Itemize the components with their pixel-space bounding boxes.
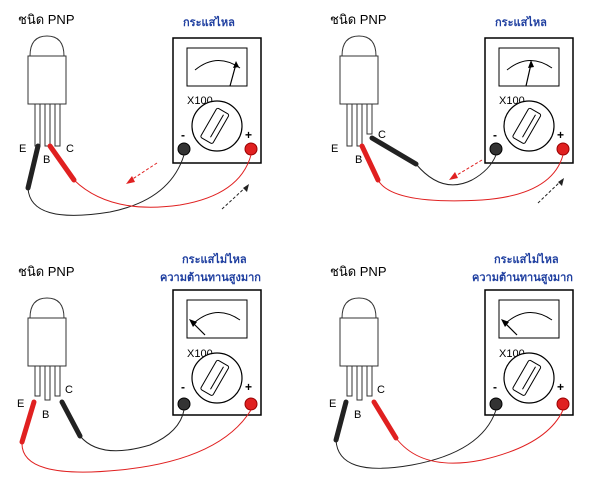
panel-2: ชนิด PNP กระแสไหล E B C X100 - + [330,12,574,204]
com-jack [489,142,503,156]
red-lead [395,409,564,464]
pin-c [366,103,373,135]
red-probe [47,143,77,183]
plus-jack [556,142,570,156]
pin-label-e: E [329,398,336,410]
multimeter: X100 - + [484,289,574,416]
pin-b [356,365,363,401]
panel-4: ชนิด PNP กระแสไม่ไหล ความต้านทานสูงมาก E… [329,252,574,469]
plus-label: + [245,380,252,394]
plus-jack [244,142,258,156]
pin-e [346,365,353,397]
plus-label: + [557,380,564,394]
pin-e [346,103,353,147]
transistor: E B C [17,297,73,421]
result-caption-line-2: ความต้านทานสูงมาก [472,271,573,285]
minus-label: - [181,380,185,394]
multimeter: X100 - + [172,37,262,164]
plus-label: + [245,128,252,142]
black-lead [79,409,185,452]
minus-label: - [493,380,497,394]
pin-c [54,103,61,147]
current-arrow-red [451,159,483,179]
pin-label-e: E [331,143,338,155]
pin-label-c: C [66,143,74,155]
pin-b [44,365,51,401]
pin-b [44,103,51,147]
transistor-type-label: ชนิด PNP [330,264,387,279]
com-jack [489,397,503,411]
black-probe [59,399,83,439]
pin-c [366,365,373,397]
pin-e [34,365,41,397]
pin-label-c: C [377,384,385,396]
transistor: E B C [331,35,386,166]
minus-label: - [493,128,497,142]
transistor: E B C [19,35,74,166]
red-lead [377,154,564,202]
black-lead [415,154,497,186]
meter-needle [525,63,532,87]
black-probe [369,135,419,167]
transistor: E B C [329,297,385,421]
pin-label-b: B [355,154,362,166]
current-arrow-black [537,179,563,204]
black-probe [25,143,41,191]
plus-jack [556,397,570,411]
pin-b [356,103,363,147]
red-lead [73,154,252,208]
multimeter: X100 - + [172,289,262,416]
panel-3: ชนิด PNP กระแสไม่ไหล ความต้านทานสูงมาก E… [17,252,262,473]
red-probe [371,399,399,441]
current-arrow-red [127,162,158,183]
result-caption-line-2: ความต้านทานสูงมาก [160,271,261,285]
pin-label-c: C [65,384,73,396]
black-lead [27,154,185,216]
red-probe [19,399,37,445]
pin-c [54,365,61,397]
pin-label-b: B [43,154,50,166]
plus-jack [244,397,258,411]
result-caption-line-1: กระแสไม่ไหล [182,252,247,266]
com-jack [177,397,191,411]
red-lead [21,409,252,473]
pin-label-b: B [354,409,361,421]
pin-label-e: E [19,143,26,155]
black-lead [335,409,497,469]
result-caption: กระแสไหล [495,15,547,29]
transistor-body [27,35,67,105]
current-arrow-black [221,185,248,210]
pin-label-e: E [17,398,24,410]
com-jack [177,142,191,156]
multimeter: X100 - + [484,37,574,164]
transistor-type-label: ชนิด PNP [18,12,75,27]
minus-label: - [181,128,185,142]
pin-label-b: B [42,409,49,421]
transistor-type-label: ชนิด PNP [18,264,75,279]
red-probe [359,143,381,183]
panel-1: ชนิด PNP กระแสไหล E B C X100 - + [18,12,262,216]
transistor-type-label: ชนิด PNP [330,12,387,27]
result-caption: กระแสไหล [183,15,235,29]
pin-label-c: C [378,129,386,141]
result-caption-line-1: กระแสไม่ไหล [494,252,559,266]
black-probe [333,399,349,443]
pin-e [34,103,41,147]
plus-label: + [557,128,564,142]
